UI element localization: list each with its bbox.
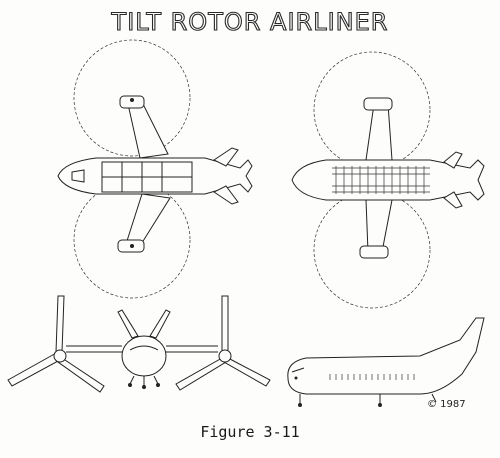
- upper-rotor-disk: [74, 40, 190, 156]
- upper-nacelle-right: [364, 98, 392, 110]
- copyright-notice: © 1987: [427, 399, 466, 410]
- figure-caption: Figure 3-11: [200, 423, 300, 441]
- fuselage-top-left: [58, 158, 252, 194]
- fuselage-side: [288, 318, 484, 394]
- side-windows: [330, 374, 414, 380]
- passenger-seats: [332, 166, 430, 194]
- figure-title: TILT ROTOR AIRLINER: [111, 7, 389, 36]
- fuselage-top-right: [292, 160, 484, 200]
- lower-nacelle-right: [360, 246, 388, 258]
